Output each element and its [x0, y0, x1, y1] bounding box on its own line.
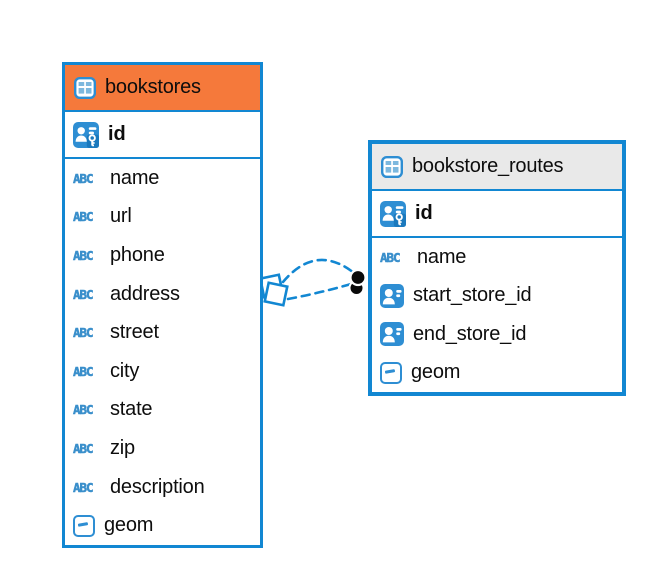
relationship-source-diamond-marker[interactable]	[258, 273, 289, 307]
column-row[interactable]: ABC start_store_id	[372, 276, 622, 315]
text-type-icon: ABC	[73, 286, 94, 302]
column-label: geom	[411, 361, 461, 384]
column-row[interactable]: ABC state	[65, 390, 260, 430]
column-label: start_store_id	[413, 284, 532, 307]
column-row[interactable]: ABC name	[65, 159, 260, 198]
table-title: bookstore_routes	[412, 155, 564, 177]
column-row[interactable]: ABC name	[372, 238, 622, 277]
table-bookstores[interactable]: bookstores id	[62, 62, 263, 548]
column-label: city	[110, 359, 140, 382]
primary-key-row[interactable]: id	[65, 112, 260, 159]
column-label: geom	[104, 514, 154, 537]
table-bookstore-routes[interactable]: bookstore_routes id	[368, 140, 626, 396]
primary-key-icon	[73, 121, 99, 148]
text-type-icon: ABC	[73, 440, 94, 457]
foreign-key-icon	[380, 283, 404, 308]
column-label: end_store_id	[413, 322, 527, 345]
column-label: name	[417, 245, 467, 268]
primary-key-label: id	[108, 123, 126, 145]
primary-key-row[interactable]: id	[372, 191, 622, 238]
column-label: phone	[110, 243, 165, 266]
column-row[interactable]: ABC geom	[372, 353, 622, 392]
relationship-target-dot-marker[interactable]	[348, 268, 367, 296]
column-label: street	[110, 321, 159, 344]
text-type-icon: ABC	[73, 363, 94, 380]
relationship-line-upper[interactable]	[281, 258, 356, 284]
column-label: address	[110, 282, 180, 305]
table-icon	[74, 76, 96, 99]
geometry-type-icon	[380, 361, 402, 384]
column-row[interactable]: ABC city	[65, 351, 260, 391]
table-bookstore-routes-header[interactable]: bookstore_routes	[372, 144, 622, 191]
column-row[interactable]: ABC description	[65, 467, 260, 507]
column-row[interactable]: ABC address	[65, 274, 260, 314]
column-label: zip	[110, 436, 135, 459]
text-type-icon: ABC	[380, 249, 401, 266]
geometry-type-icon	[73, 514, 95, 537]
table-bookstores-header[interactable]: bookstores	[65, 65, 260, 112]
column-label: url	[110, 205, 132, 228]
text-type-icon: ABC	[73, 247, 94, 264]
column-label: description	[110, 475, 205, 498]
foreign-key-icon	[380, 322, 404, 347]
primary-key-label: id	[415, 202, 433, 224]
column-rows: ABC name ABC	[372, 238, 622, 392]
column-label: name	[110, 166, 160, 189]
column-row[interactable]: ABC url	[65, 197, 260, 237]
column-row[interactable]: ABC zip	[65, 429, 260, 468]
column-label: state	[110, 398, 153, 421]
column-row[interactable]: ABC phone	[65, 236, 260, 275]
relationship-line-lower[interactable]	[286, 282, 353, 301]
text-type-icon: ABC	[73, 325, 94, 341]
text-type-icon: ABC	[73, 479, 94, 495]
column-row[interactable]: ABC geom	[65, 506, 260, 545]
text-type-icon: ABC	[73, 402, 94, 418]
table-icon	[381, 155, 403, 178]
column-row[interactable]: ABC end_store_id	[372, 315, 622, 354]
primary-key-icon	[380, 200, 406, 227]
column-row[interactable]: ABC street	[65, 313, 260, 352]
column-rows: ABC name ABC	[65, 159, 260, 545]
table-title: bookstores	[105, 76, 201, 98]
text-type-icon: ABC	[73, 170, 94, 187]
text-type-icon: ABC	[73, 209, 94, 225]
